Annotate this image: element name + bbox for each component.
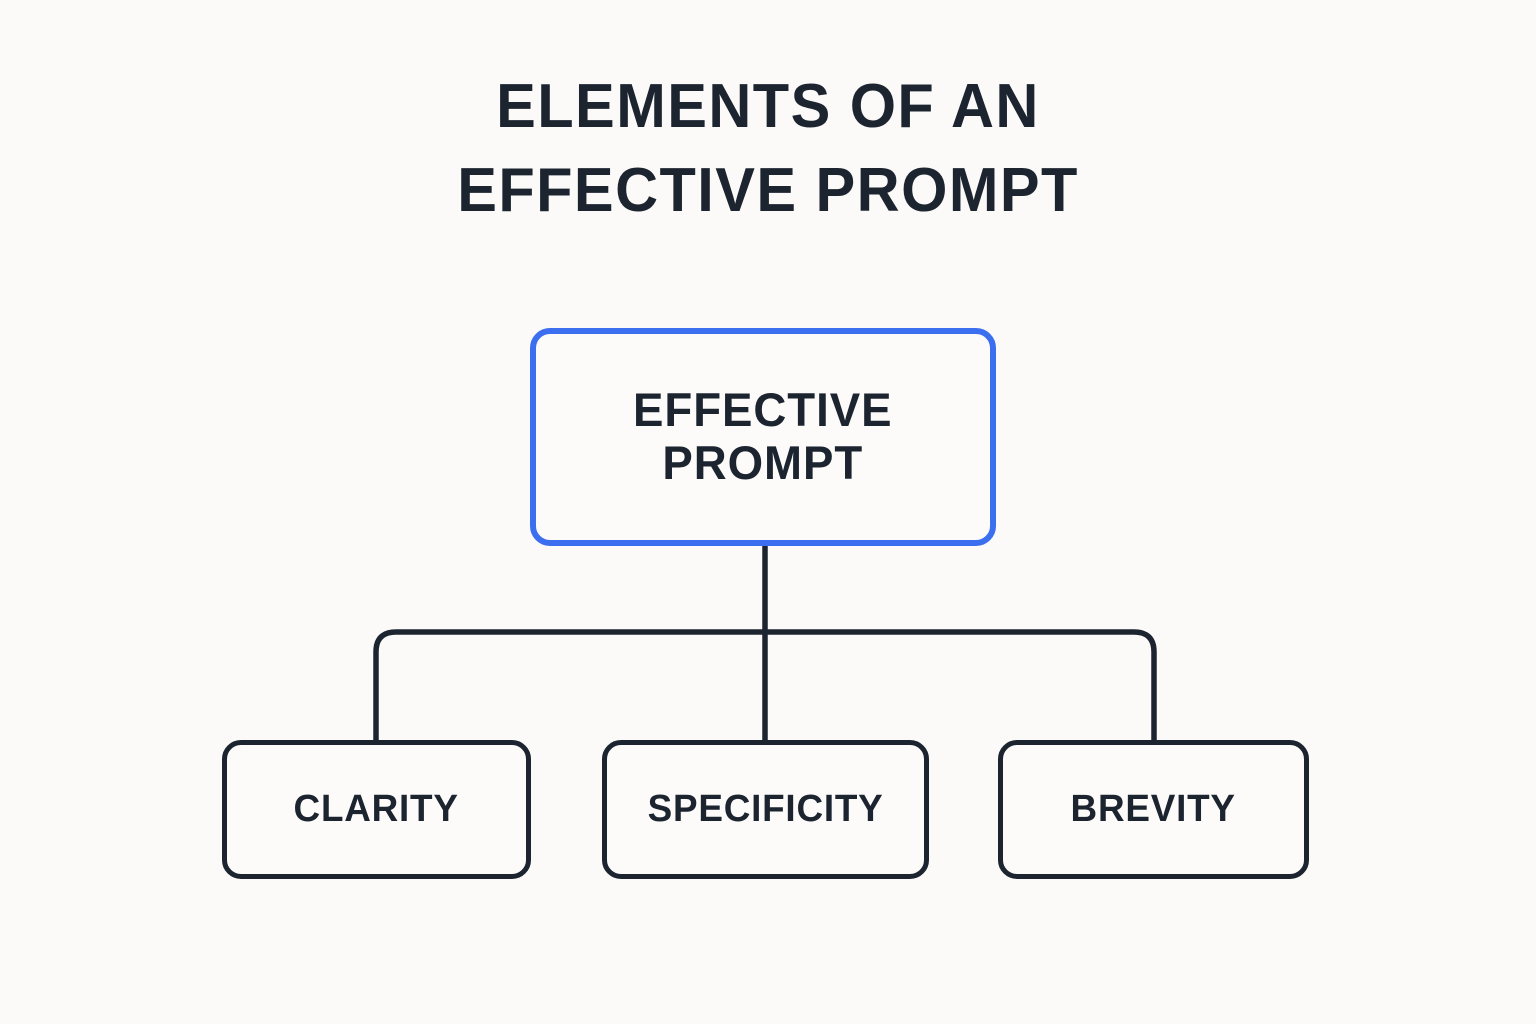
node-clarity[interactable]: CLARITY <box>222 740 531 879</box>
page-title-line-1: ELEMENTS OF AN <box>496 72 1040 141</box>
connector-branch-right <box>765 629 1157 742</box>
page-title: ELEMENTS OF AN EFFECTIVE PROMPT <box>0 76 1536 222</box>
node-effective-prompt-label: EFFECTIVE PROMPT <box>633 383 893 489</box>
node-specificity[interactable]: SPECIFICITY <box>602 740 929 879</box>
node-effective-prompt[interactable]: EFFECTIVE PROMPT <box>530 328 996 546</box>
node-brevity-label: BREVITY <box>1070 788 1237 831</box>
node-brevity[interactable]: BREVITY <box>998 740 1309 879</box>
node-clarity-label: CLARITY <box>293 788 460 831</box>
page-title-line-2: EFFECTIVE PROMPT <box>457 156 1079 225</box>
connector-branch-left <box>373 629 765 742</box>
node-specificity-label: SPECIFICITY <box>647 788 884 831</box>
